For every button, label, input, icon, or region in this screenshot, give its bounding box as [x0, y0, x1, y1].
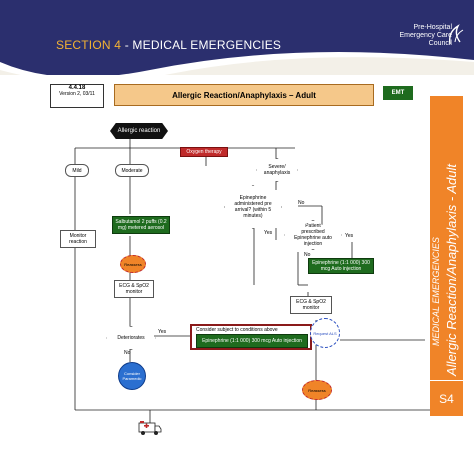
protocol-title: Allergic Reaction/Anaphylaxis – Adult [114, 84, 374, 106]
consider-epinephrine-box: Consider subject to conditions above Epi… [190, 324, 312, 350]
yes-label-2: Yes [345, 233, 354, 239]
header-title: SECTION 4 - MEDICAL EMERGENCIES [56, 38, 281, 52]
yes-label-1: Yes [264, 230, 273, 236]
section-label: SECTION 4 [56, 38, 122, 52]
org-line-1: Pre-Hospital [413, 24, 452, 31]
mild-node: Mild [65, 164, 89, 177]
header-background [0, 0, 474, 75]
page-header: SECTION 4 - MEDICAL EMERGENCIES Pre-Hosp… [0, 0, 474, 75]
org-line-2: Emergency Care [399, 32, 452, 39]
reassess-node-2: Reassess [302, 380, 332, 400]
side-tab-text: MEDICAL EMERGENCIES Allergic Reaction/An… [430, 96, 463, 376]
no-label-3: No [124, 350, 131, 356]
org-line-3: Council [428, 40, 452, 47]
section-title: MEDICAL EMERGENCIES [132, 38, 282, 52]
consider-paramedic-node: Consider Paramedic [118, 362, 146, 390]
title-separator: - [121, 38, 133, 52]
no-label-2: No [304, 252, 311, 258]
consider-note: Consider subject to conditions above [196, 327, 278, 333]
ecg-monitor-node-2: ECG & SpO2 monitor [290, 296, 332, 314]
start-node: Allergic reaction [110, 123, 168, 139]
yes-label-3: Yes [158, 329, 167, 335]
protocol-version: Version 2, 03/11 [59, 91, 95, 97]
epinephrine-auto-injection-node: Epinephrine (1:1 000) 300 mcg Auto injec… [308, 258, 374, 274]
protocol-code: 4.4.18 [68, 85, 86, 91]
level-badge: EMT [383, 86, 413, 100]
side-topic: Allergic Reaction/Anaphylaxis - Adult [444, 164, 459, 376]
moderate-node: Moderate [115, 164, 149, 177]
section-code: S4 [430, 380, 463, 417]
request-als-node: Request ALS [310, 318, 340, 348]
oxygen-therapy-node: Oxygen therapy [180, 147, 228, 157]
side-category: MEDICAL EMERGENCIES [431, 237, 441, 346]
org-logo-icon [448, 24, 464, 45]
epinephrine-auto-injection-node-2: Epinephrine (1:1 000) 300 mcg Auto injec… [196, 334, 308, 348]
org-name: Pre-Hospital Emergency Care Council [362, 24, 452, 48]
side-tab [430, 96, 463, 416]
no-label-1: No [298, 200, 305, 206]
reassess-node-1: Reassess [120, 255, 146, 273]
ambulance-icon [138, 421, 162, 435]
flowchart: 4.4.18 Version 2, 03/11 Allergic Reactio… [40, 80, 430, 460]
monitor-reaction-node: Monitor reaction [60, 230, 96, 248]
ecg-monitor-node-1: ECG & SpO2 monitor [114, 280, 154, 298]
protocol-code-box: 4.4.18 Version 2, 03/11 [50, 84, 104, 108]
salbutamol-node: Salbutamol 2 puffs (0.2 mg) metered aero… [112, 216, 170, 234]
